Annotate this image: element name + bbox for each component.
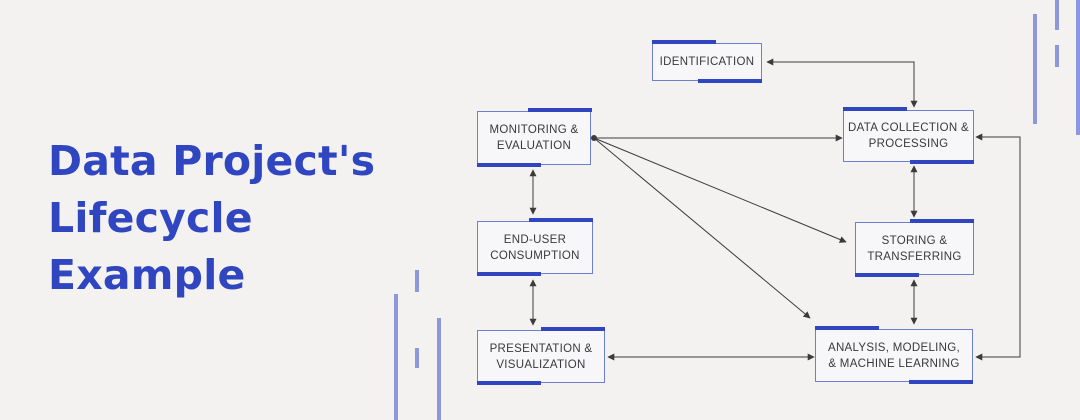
node-accent-bar [477, 272, 541, 276]
decor-stripe [415, 270, 419, 292]
node-data-collection-processing: DATA COLLECTION & PROCESSING [843, 110, 974, 162]
connector-identification-data-collection [766, 58, 918, 108]
node-label: END-USER [503, 233, 567, 246]
decor-stripe [1076, 0, 1080, 135]
node-identification: IDENTIFICATION [652, 43, 762, 81]
connector-monitoring-storing [593, 137, 847, 243]
node-accent-bar [477, 163, 541, 167]
node-label: TRANSFERRING [867, 250, 962, 263]
node-accent-bar [910, 160, 974, 164]
node-accent-bar [698, 79, 762, 83]
node-presentation-visualization: PRESENTATION & VISUALIZATION [477, 330, 605, 383]
node-label: & MACHINE LEARNING [828, 357, 960, 370]
node-end-user-consumption: END-USER CONSUMPTION [477, 221, 593, 274]
node-accent-bar [652, 40, 716, 44]
connector-analysis-data-collection [975, 133, 1021, 361]
node-label: STORING & [881, 234, 948, 247]
node-accent-bar [528, 108, 592, 112]
title-line: Example [48, 251, 246, 299]
connector-monitoring-analysis [593, 137, 811, 319]
node-accent-bar [910, 219, 974, 223]
node-accent-bar [477, 381, 541, 385]
node-accent-bar [815, 326, 879, 330]
node-storing-transferring: STORING & TRANSFERRING [855, 222, 974, 275]
decor-stripe [1055, 45, 1059, 67]
decor-stripe [415, 348, 419, 368]
node-accent-bar [909, 380, 973, 384]
node-label: CONSUMPTION [490, 249, 580, 262]
node-accent-bar [541, 327, 605, 331]
node-label: PRESENTATION & [489, 342, 593, 355]
page-title: Data Project's Lifecycle Example [48, 133, 428, 304]
node-accent-bar [855, 273, 919, 277]
decor-stripe [1033, 14, 1037, 124]
node-label: PROCESSING [868, 138, 949, 150]
connector-origin-dot [591, 135, 597, 141]
node-analysis-modeling-ml: ANALYSIS, MODELING, & MACHINE LEARNING [815, 329, 973, 382]
node-label: DATA COLLECTION & [848, 122, 969, 134]
title-line: Data Project's [48, 137, 376, 185]
decor-stripe [437, 318, 441, 420]
node-accent-bar [843, 107, 907, 111]
node-label: IDENTIFICATION [659, 56, 755, 68]
node-label: VISUALIZATION [496, 358, 586, 371]
node-label: ANALYSIS, MODELING, [827, 341, 961, 354]
node-label: EVALUATION [496, 140, 572, 152]
node-accent-bar [529, 218, 593, 222]
decor-stripe [394, 294, 398, 420]
title-line: Lifecycle [48, 194, 253, 242]
decor-stripe [1055, 0, 1059, 30]
node-label: MONITORING & [489, 124, 579, 136]
node-monitoring-evaluation: MONITORING & EVALUATION [477, 111, 591, 165]
